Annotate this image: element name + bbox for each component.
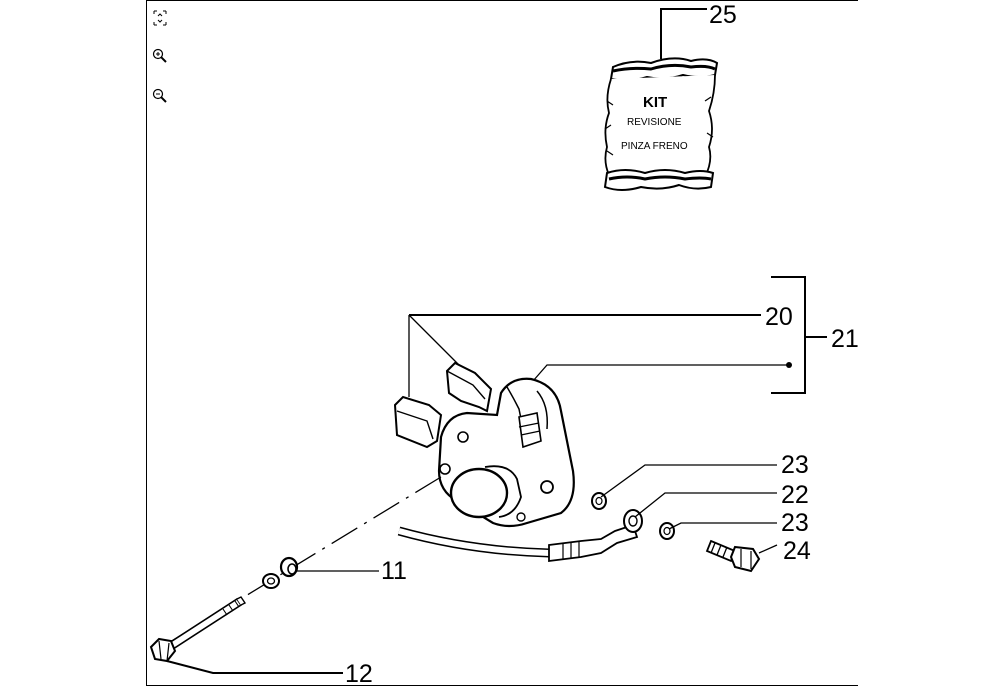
leader-25: [660, 8, 707, 59]
callout-12[interactable]: 12: [345, 660, 373, 685]
callout-23-lower[interactable]: 23: [781, 509, 809, 537]
zoom-in-button[interactable]: [151, 47, 169, 65]
caliper-bolt[interactable]: [149, 596, 247, 663]
washer-upper[interactable]: [591, 492, 607, 510]
kit-label: KIT: [643, 94, 667, 111]
callout-21[interactable]: 21: [831, 325, 858, 353]
callout-11[interactable]: 11: [381, 557, 407, 585]
callout-25[interactable]: 25: [709, 1, 737, 29]
leader-23-upper: [600, 464, 777, 498]
zoom-in-icon: [152, 48, 167, 63]
brake-hose[interactable]: [397, 523, 639, 563]
kit-bag[interactable]: KIT REVISIONE PINZA FRENO: [603, 57, 719, 191]
leader-12: [166, 660, 343, 674]
fit-to-window-icon: [153, 10, 167, 26]
kit-pinza-freno-label: PINZA FRENO: [621, 141, 688, 152]
leader-caliper-body: [532, 364, 789, 382]
callout-24[interactable]: 24: [783, 537, 811, 565]
caliper-body[interactable]: [437, 377, 575, 528]
kit-revisione-label: REVISIONE: [627, 117, 682, 128]
callout-20[interactable]: 20: [765, 303, 793, 331]
leader-22: [634, 492, 777, 518]
brake-caliper-exploded-diagram: KIT REVISIONE PINZA FRENO 25 21 20: [149, 1, 858, 685]
callout-23-upper[interactable]: 23: [781, 451, 809, 479]
washer-lower[interactable]: [659, 522, 675, 540]
spacer-bushing[interactable]: [279, 556, 299, 578]
leader-24: [758, 544, 778, 554]
diagram-viewer: KIT REVISIONE PINZA FRENO 25 21 20: [146, 0, 858, 686]
leader-23-lower: [668, 522, 777, 530]
zoom-out-icon: [152, 88, 167, 103]
bracket-21: [771, 276, 806, 394]
callout-22[interactable]: 22: [781, 481, 809, 509]
bolt-washer[interactable]: [262, 573, 280, 589]
banjo-bolt[interactable]: [705, 539, 761, 573]
brake-pad-rear[interactable]: [445, 361, 493, 413]
brake-pad-front[interactable]: [393, 395, 443, 449]
zoom-out-button[interactable]: [151, 87, 169, 105]
fit-to-window-button[interactable]: [151, 9, 169, 27]
